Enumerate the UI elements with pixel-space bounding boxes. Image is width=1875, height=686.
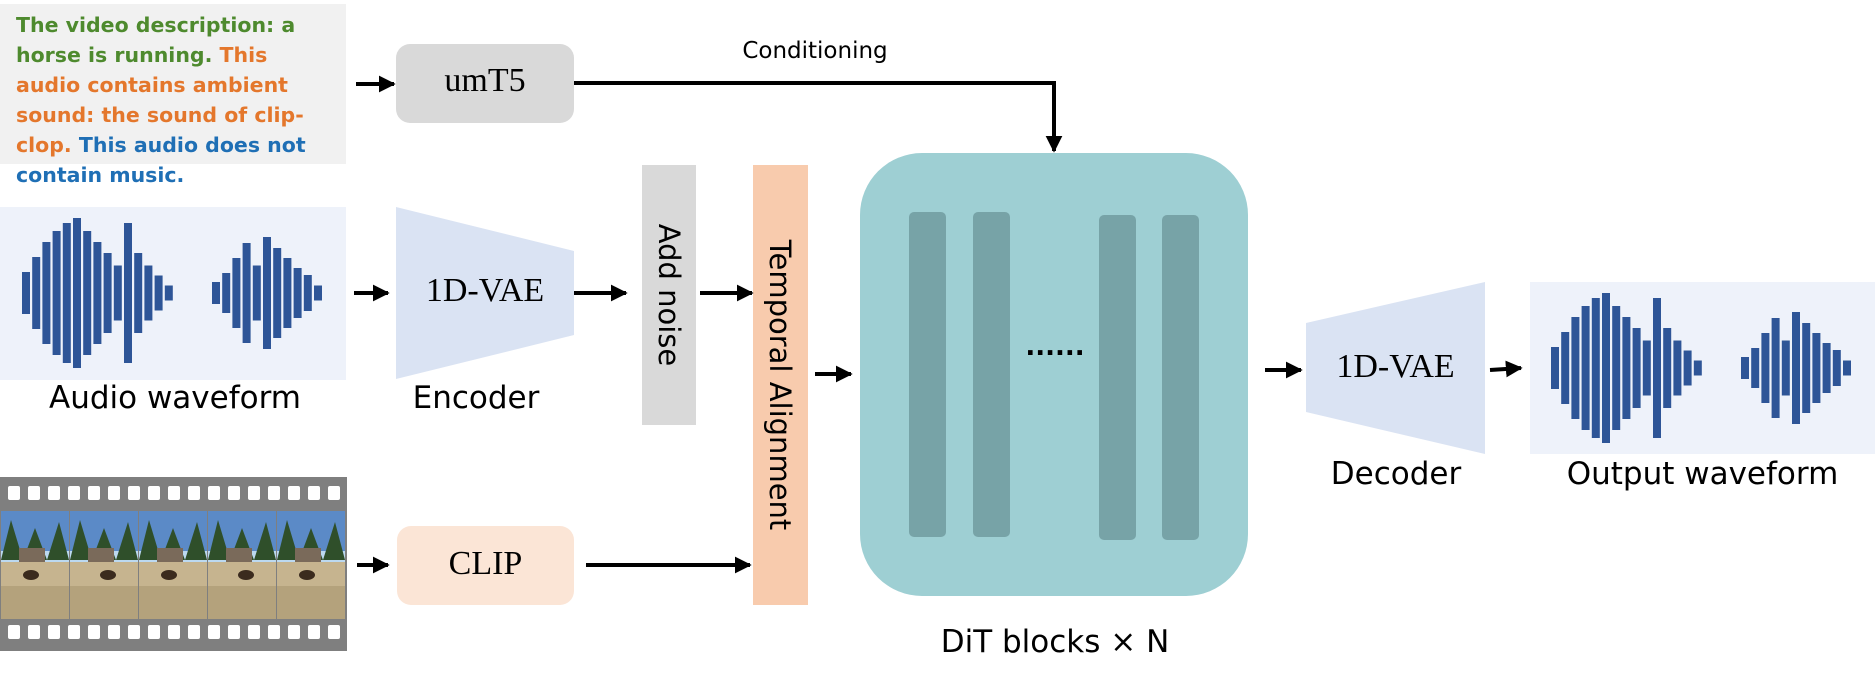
waveform-bar	[1673, 340, 1682, 396]
dit-block	[1099, 215, 1136, 540]
waveform-bar	[252, 265, 261, 321]
waveform-bar	[1581, 306, 1590, 430]
film-strip-icon	[0, 477, 347, 651]
output-waveform-icon	[1551, 293, 1851, 443]
waveform-bar	[154, 275, 163, 311]
waveform-bar	[1602, 293, 1610, 443]
arrow-icon	[574, 81, 1063, 153]
dit-block	[973, 212, 1010, 537]
waveform-bar	[93, 242, 102, 344]
waveform-bar	[1663, 328, 1672, 408]
waveform-bar	[103, 253, 112, 333]
waveform-bar	[1653, 298, 1661, 438]
waveform-bar	[32, 257, 41, 329]
clip-label: CLIP	[448, 545, 523, 582]
conditioning-label: Conditioning	[742, 38, 888, 64]
waveform-bar	[283, 258, 292, 328]
add-noise-box	[642, 165, 696, 425]
waveform-bar	[22, 272, 30, 314]
waveform-bar	[232, 258, 241, 328]
waveform-bar	[1622, 317, 1631, 419]
description-music: This audio does not contain music.	[16, 133, 306, 187]
vae-decoder-label: 1D-VAE	[1336, 348, 1455, 385]
clip-box	[397, 526, 574, 605]
waveform-bar	[263, 237, 271, 349]
vae-decoder-shape	[1306, 282, 1485, 454]
vae-encoder-label: 1D-VAE	[425, 272, 545, 309]
waveform-bar	[1571, 317, 1580, 419]
waveform-bar	[314, 285, 322, 301]
waveform-bar	[1693, 360, 1702, 376]
waveform-bar	[134, 253, 143, 333]
waveform-bar	[1761, 333, 1770, 403]
waveform-bar	[303, 275, 312, 311]
add-noise-label: Add noise	[652, 224, 686, 367]
waveform-bar	[164, 285, 173, 301]
waveform-bar	[52, 231, 61, 355]
description-video: The video description: a horse is runnin…	[16, 13, 296, 67]
waveform-bar	[1632, 328, 1641, 408]
video-description-box: The video description: a horse is runnin…	[0, 4, 346, 187]
waveform-bar	[1561, 332, 1570, 404]
dit-blocks-caption: DiT blocks × N	[940, 624, 1170, 660]
waveform-bar	[1751, 348, 1760, 388]
umt5-box	[396, 44, 574, 123]
waveform-bar	[1551, 347, 1559, 389]
dit-container	[860, 153, 1248, 596]
waveform-bar	[1802, 323, 1811, 413]
waveform-bar	[1771, 318, 1780, 418]
vae-encoder-shape	[396, 207, 574, 379]
waveform-bar	[1741, 357, 1749, 379]
waveform-bar	[1792, 312, 1800, 424]
waveform-bar	[83, 231, 92, 355]
decoder-caption: Decoder	[1330, 456, 1462, 492]
dit-block	[1162, 215, 1199, 540]
arrow-icon	[1489, 360, 1523, 378]
waveform-bar	[242, 243, 251, 343]
output-waveform-caption: Output waveform	[1566, 456, 1839, 492]
waveform-bar	[124, 223, 132, 363]
waveform-bar	[1642, 340, 1651, 396]
waveform-bar	[113, 265, 122, 321]
dit-ellipsis: ......	[1025, 332, 1085, 362]
waveform-bar	[1822, 343, 1831, 393]
waveform-bar	[1612, 306, 1621, 430]
temporal-alignment-box	[753, 165, 808, 605]
arrows	[354, 75, 1523, 574]
waveform-bar	[1781, 340, 1790, 396]
encoder-caption: Encoder	[412, 380, 540, 416]
waveform-bar	[144, 265, 153, 321]
waveform-bar	[62, 223, 71, 363]
waveform-bar	[222, 273, 231, 313]
audio-waveform-caption: Audio waveform	[48, 380, 301, 416]
waveform-bar	[1812, 333, 1821, 403]
waveform-bar	[1591, 298, 1600, 438]
umt5-label: umT5	[444, 62, 526, 99]
waveform-bar	[73, 218, 81, 368]
waveform-bar	[1683, 350, 1692, 386]
audio-waveform-icon	[22, 218, 322, 368]
waveform-bar	[1843, 360, 1851, 376]
waveform-bar	[293, 268, 302, 318]
description-ambient: This audio contains ambient sound: the s…	[16, 43, 304, 157]
temporal-alignment-label: Temporal Alignment	[763, 239, 797, 531]
waveform-bar	[273, 248, 282, 338]
waveform-bar	[1832, 350, 1841, 386]
dit-block	[909, 212, 946, 537]
waveform-bar	[42, 242, 51, 344]
waveform-bar	[212, 282, 220, 304]
